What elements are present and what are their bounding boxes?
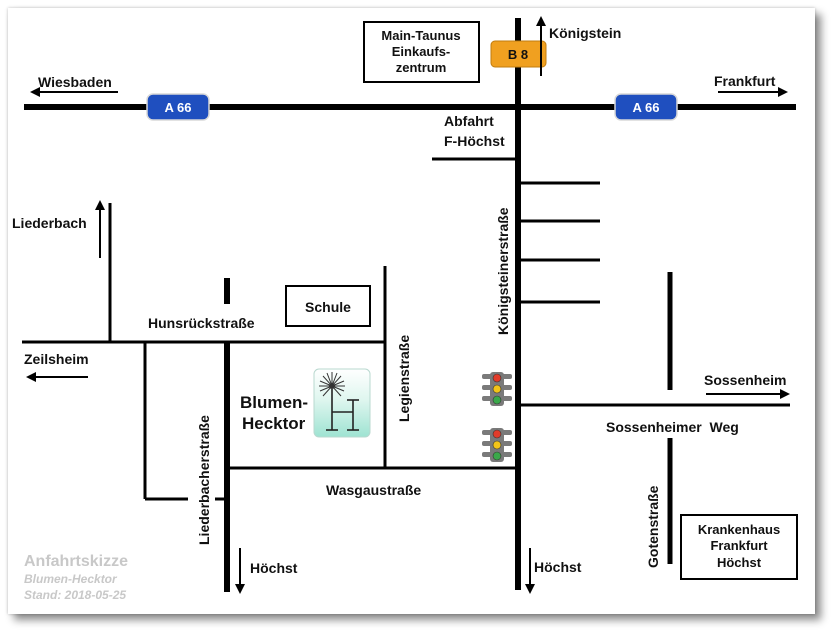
b8-badge: B 8 (490, 40, 547, 68)
street-label-koenigsteinerstrasse: Königsteinerstraße (495, 207, 511, 335)
arrow-icon (95, 200, 105, 258)
street-label-liederbacherstrasse: Liederbacherstraße (196, 415, 212, 545)
destination-label-line1: Blumen- (240, 393, 308, 412)
exit-label-line1: Abfahrt (444, 113, 494, 129)
blumen-hecktor-logo-icon (313, 368, 371, 438)
direction-wiesbaden: Wiesbaden (38, 74, 112, 90)
direction-liederbach: Liederbach (12, 215, 87, 231)
mall-label-line1: Main-Taunus (381, 28, 460, 43)
footer-date: Stand: 2018-05-25 (24, 588, 126, 602)
a66-label-west: A 66 (165, 100, 192, 115)
footer-title: Anfahrtskizze (24, 553, 128, 570)
traffic-light-icon (482, 372, 512, 406)
street-label-sossenheimer-weg: Sossenheimer Weg (606, 419, 739, 435)
mall-label-line2: Einkaufs- (392, 44, 451, 59)
arrow-icon (718, 87, 788, 97)
landmark-schule: Schule (285, 285, 371, 327)
b8-label: B 8 (508, 47, 528, 62)
road-network (22, 18, 796, 592)
arrow-icon (30, 87, 118, 97)
direction-koenigstein: Königstein (549, 25, 621, 41)
a66-label-east: A 66 (633, 100, 660, 115)
destination-label-line2: Hecktor (242, 414, 306, 433)
direction-frankfurt: Frankfurt (714, 73, 776, 89)
hospital-label-line2: Frankfurt (710, 538, 768, 553)
footer-subtitle: Blumen-Hecktor (24, 572, 118, 586)
street-label-legienstrasse: Legienstraße (396, 335, 412, 422)
map-frame: A 66 A 66 B 8 (8, 8, 815, 614)
arrow-icon (706, 389, 790, 399)
mall-label-line3: zentrum (396, 60, 447, 75)
traffic-light-icon (482, 428, 512, 462)
a66-badge-east: A 66 (614, 93, 678, 121)
street-label-gotenstrasse: Gotenstraße (645, 485, 661, 568)
arrow-icon (525, 548, 535, 594)
street-label-wasgaustrasse: Wasgaustraße (326, 482, 421, 498)
school-label: Schule (305, 299, 351, 315)
destination-marker: Blumen- Hecktor (240, 368, 371, 438)
landmark-main-taunus-zentrum: Main-Taunus Einkaufs- zentrum (363, 21, 480, 83)
exit-label-line2: F-Höchst (444, 133, 505, 149)
street-label-hunsrueckstrasse: Hunsrückstraße (148, 315, 255, 331)
direction-zeilsheim: Zeilsheim (24, 351, 89, 367)
direction-hoechst-west: Höchst (250, 560, 298, 576)
landmark-krankenhaus: Krankenhaus Frankfurt Höchst (680, 514, 798, 580)
arrow-icon (235, 548, 245, 594)
directions-map: A 66 A 66 B 8 (12, 16, 798, 602)
arrow-icon (536, 16, 546, 76)
hospital-label-line1: Krankenhaus (698, 522, 780, 537)
a66-badge-west: A 66 (146, 93, 210, 121)
arrow-icon (26, 372, 88, 382)
direction-sossenheim: Sossenheim (704, 372, 786, 388)
hospital-label-line3: Höchst (717, 555, 762, 570)
direction-hoechst-center: Höchst (534, 559, 582, 575)
